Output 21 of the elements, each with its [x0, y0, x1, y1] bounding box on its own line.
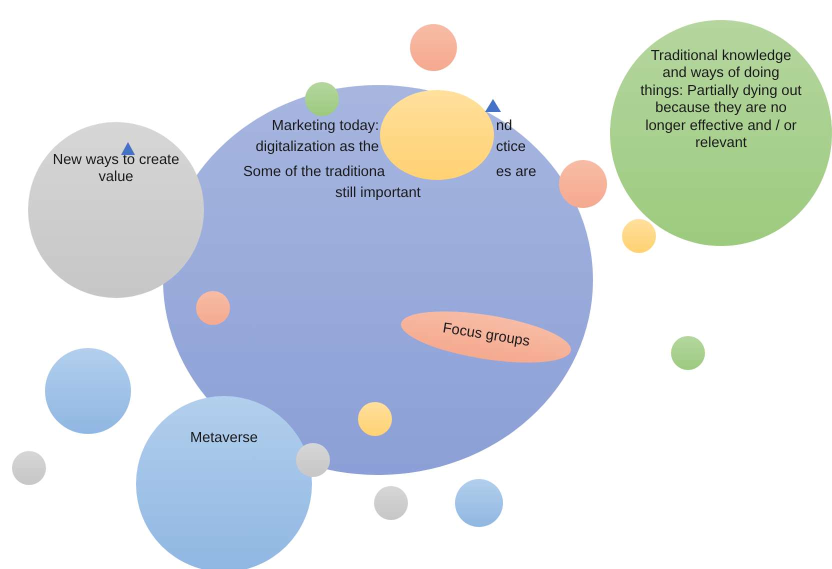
text-fragment: es are — [496, 164, 536, 181]
bubble-text: New ways to create value — [52, 152, 180, 187]
bubble — [410, 24, 457, 71]
text-fragment: ctice — [496, 139, 526, 156]
bubble — [559, 160, 607, 208]
bubble — [622, 219, 656, 253]
bubble — [671, 336, 705, 370]
text-fragment: Marketing today: — [272, 118, 379, 135]
bubble — [374, 486, 408, 520]
text-fragment: Some of the traditiona — [243, 164, 385, 181]
text-fragment: digitalization as the — [256, 139, 379, 156]
bubble-text: Traditional knowledge and ways of doing things: Partially dying out because they are no longer effective and / or relevant — [640, 48, 802, 152]
bubble — [455, 479, 503, 527]
bubble-text: Metaverse — [189, 430, 259, 448]
bubble — [305, 82, 339, 116]
text-fragment: still important — [335, 185, 421, 202]
bubble — [358, 402, 392, 436]
bubble — [196, 291, 230, 325]
bubble — [12, 451, 46, 485]
text-fragment: nd — [496, 118, 512, 135]
bubble-text: Focus groups — [440, 319, 532, 352]
